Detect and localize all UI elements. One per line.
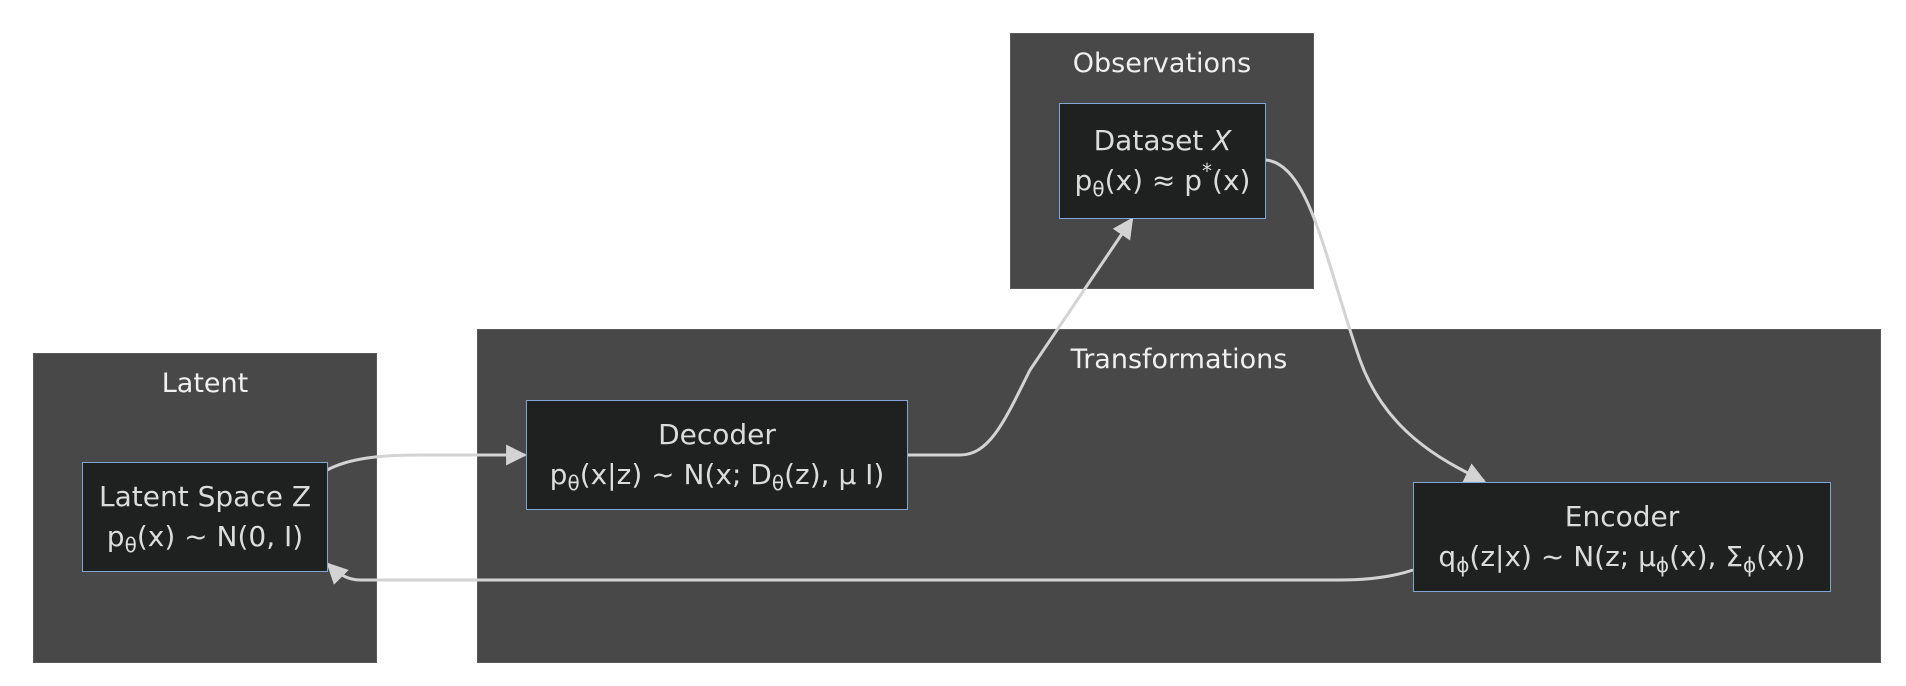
node-dataset[interactable]: Dataset X pθ(x) ≈ p*(x)	[1059, 103, 1266, 219]
edge-latent-to-decoder	[326, 444, 528, 472]
edge-decoder-to-dataset	[908, 217, 1134, 457]
node-encoder[interactable]: Encoder qϕ(z|x) ~ N(z; μϕ(x), Σϕ(x))	[1413, 482, 1831, 592]
node-latent-space-formula: pθ(x) ~ N(0, I)	[106, 520, 304, 557]
cluster-title-latent: Latent	[161, 368, 249, 399]
node-dataset-title: Dataset X	[1093, 124, 1232, 157]
edge-encoder-to-latent	[326, 562, 1414, 585]
cluster-title-observations: Observations	[1072, 48, 1252, 79]
node-encoder-formula: qϕ(z|x) ~ N(z; μϕ(x), Σϕ(x))	[1438, 540, 1806, 577]
node-dataset-formula: pθ(x) ≈ p*(x)	[1074, 159, 1251, 201]
node-decoder-title: Decoder	[658, 418, 776, 451]
node-latent-space-title: Latent Space Z	[99, 480, 311, 513]
node-encoder-title: Encoder	[1564, 500, 1680, 533]
node-decoder-formula: pθ(x|z) ~ N(x; Dθ(z), μ I)	[549, 458, 885, 495]
node-decoder[interactable]: Decoder pθ(x|z) ~ N(x; Dθ(z), μ I)	[526, 400, 908, 510]
cluster-title-transformations: Transformations	[1070, 344, 1288, 375]
edge-dataset-to-encoder	[1265, 158, 1486, 483]
node-latent-space[interactable]: Latent Space Z pθ(x) ~ N(0, I)	[82, 462, 328, 572]
